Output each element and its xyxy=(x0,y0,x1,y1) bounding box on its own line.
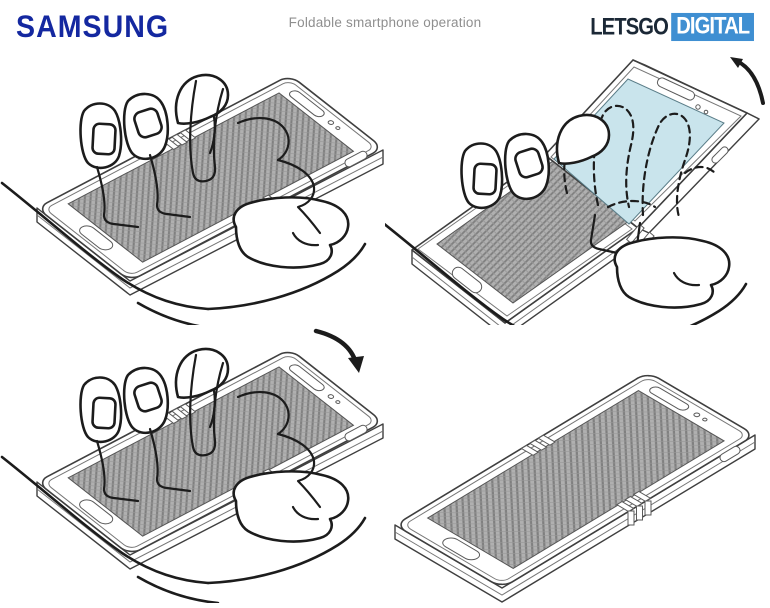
home-button xyxy=(451,266,483,294)
figure-1-phone-flat-grip xyxy=(0,55,385,325)
figure-4-phone-flat-alone xyxy=(394,371,756,603)
figure-2-phone-folding-up xyxy=(385,57,765,325)
phone-side-band xyxy=(394,434,756,603)
digital-logo-badge: DIGITAL xyxy=(671,12,754,42)
side-button xyxy=(719,445,741,463)
camera-dot xyxy=(695,104,701,110)
hinge-band-notches xyxy=(627,500,652,526)
figure-3-phone-folding-down xyxy=(0,328,385,603)
letsgo-logo-text: LETSGO xyxy=(590,12,669,40)
header: SAMSUNG Foldable smartphone operation LE… xyxy=(0,0,770,54)
side-button xyxy=(711,146,729,164)
sensor-dot xyxy=(703,109,709,115)
page-title: Foldable smartphone operation xyxy=(288,15,482,30)
arrow-up-icon xyxy=(730,57,765,105)
arrow-down-icon xyxy=(313,328,364,373)
speaker-slot xyxy=(656,77,696,101)
letsgo-digital-logo: LETSGO DIGITAL xyxy=(590,12,754,42)
samsung-logo: SAMSUNG xyxy=(16,9,170,44)
